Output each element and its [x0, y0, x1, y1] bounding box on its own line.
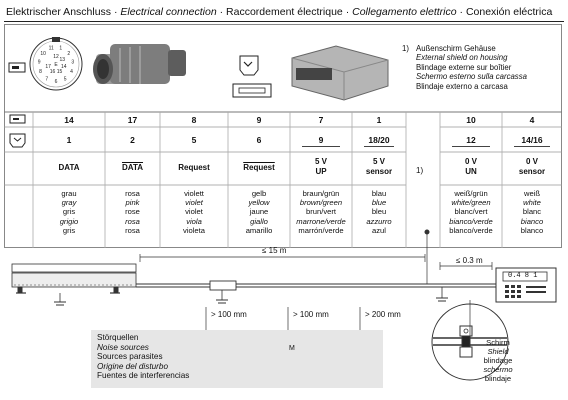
pin-row1-cell: 10	[466, 115, 476, 125]
title-de: Elektrischer Anschluss	[6, 6, 112, 18]
footnote-housing-shield: 1) Außenschirm Gehäuse External shield o…	[402, 44, 527, 91]
pin-row1-cell: 14	[64, 115, 74, 125]
connector-pin-label: 10	[40, 51, 46, 57]
title-fr: Raccordement électrique	[226, 6, 343, 18]
pin-row2-cell: 2	[130, 135, 135, 145]
pin-row2-cell: 5	[191, 135, 197, 145]
display-readout: 0.4 8 1	[508, 272, 538, 280]
footnote-line: Blindage externe sur boîtier	[416, 62, 512, 72]
signal-cell: DATA	[121, 163, 144, 172]
connector-pin-label: 12	[53, 54, 59, 60]
title-es: Conexión eléctrica	[465, 6, 553, 18]
sub-d-icon	[239, 55, 259, 76]
distance-relay: > 100 mm	[211, 310, 247, 319]
pin-row2-cell: 12	[466, 135, 476, 145]
connector-pin-label: 14	[61, 64, 67, 70]
footnote-line: External shield on housing	[416, 53, 508, 63]
pin-row1-cell: 4	[529, 115, 535, 125]
cable-plug-image	[93, 44, 186, 84]
signal-cell: Request	[243, 163, 275, 172]
connector-pin-label: 1	[59, 46, 62, 52]
max-cable-length: ≤ 15 m	[262, 246, 287, 255]
pin-row2-cell: 1	[66, 135, 72, 145]
pin-row2-cell: 9	[318, 135, 324, 145]
connector-pin-label: 4	[70, 69, 73, 75]
title-it: Collegamento elettrico	[352, 6, 457, 18]
connector-pin-label: E	[54, 62, 58, 68]
shield-label: Schirm Shield blindage schermo blindaje	[483, 338, 513, 383]
connector-pin-label: 17	[45, 64, 51, 70]
distance-inverter: > 200 mm	[365, 310, 401, 319]
pin-row2-cell: 18/20	[368, 135, 390, 145]
pin-row2-cell: 14/16	[521, 135, 543, 145]
pin-group-underline	[364, 146, 394, 147]
connector-pin-label: 5	[64, 76, 67, 82]
title-rule	[4, 21, 564, 22]
signal-cell: Request	[178, 163, 210, 172]
max-pigtail-length: ≤ 0.3 m	[456, 256, 483, 265]
motor-label: M	[289, 345, 295, 352]
pin-group-underline	[452, 146, 490, 147]
pin-row1-cell: 8	[191, 115, 197, 125]
distance-motor: > 100 mm	[293, 310, 329, 319]
page-title: Elektrischer Anschluss · Electrical conn…	[6, 6, 553, 18]
noise-sources-label: Störquellen Noise sources Sources parasi…	[97, 333, 190, 381]
pin-row1-cell: 7	[318, 115, 324, 125]
pin-row2-cell: 6	[256, 135, 262, 145]
connector-pin-label: 11	[49, 46, 54, 52]
connector-pin-label: 3	[71, 60, 74, 66]
connector-pin-label: 16	[50, 69, 56, 75]
connector-pin-label: 13	[60, 57, 66, 63]
noise-sources-box	[91, 330, 383, 388]
pin-row1-cell: 1	[376, 115, 382, 125]
footnote-marker: 1)	[402, 44, 409, 53]
wiring-diagram	[11, 229, 557, 330]
connector-pin-label: 9	[38, 60, 41, 66]
sub-d-housing-image	[291, 45, 389, 101]
connector-pin-label: 7	[45, 76, 48, 82]
connection-table-frame	[4, 24, 562, 248]
footnote-line: Blindaje externo a carcasa	[416, 81, 508, 91]
pin-row1-cell: 9	[256, 115, 262, 125]
pin-row1-cell: 17	[127, 115, 138, 125]
footnote-line: Schermo esterno sulla carcassa	[416, 72, 527, 82]
sub-d-socket-icon	[232, 83, 272, 98]
signal-cell: DATA	[58, 163, 80, 172]
footnote-line: Außenschirm Gehäuse	[416, 44, 496, 53]
connector-pin-label: 6	[55, 79, 58, 85]
pin-group-underline	[302, 146, 340, 147]
plug-icon-row1	[8, 62, 26, 73]
pin-group-underline	[514, 146, 550, 147]
connector-pin-label: 15	[57, 69, 63, 75]
connector-pin-label: 2	[67, 51, 70, 57]
title-en: Electrical connection	[120, 6, 217, 18]
connector-pin-label: 8	[39, 69, 42, 75]
table-footnote-marker: 1)	[416, 166, 424, 175]
shield-detail	[431, 300, 509, 381]
